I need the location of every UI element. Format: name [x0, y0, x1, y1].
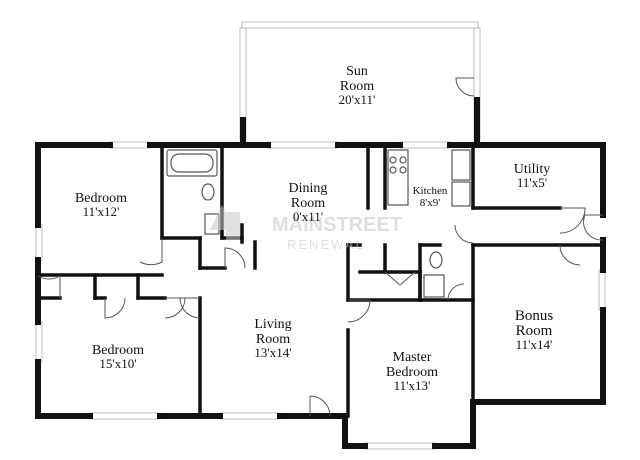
bedroom-upper-left-name: Bedroom: [75, 191, 127, 206]
door-closet-b: [164, 297, 186, 319]
door-front: [309, 395, 331, 417]
bedroom-lower-left-name: Bedroom: [92, 343, 144, 358]
sun-room-name-line1: Sun: [346, 64, 368, 79]
watermark-logo-icon: [210, 205, 240, 240]
master-bedroom-dims: 11'x13': [394, 378, 431, 393]
stove-burner-1: [389, 156, 397, 164]
door-bonus: [559, 244, 581, 266]
window-bonus-right: [598, 269, 606, 311]
kitchen-name: Kitchen: [413, 185, 448, 197]
kitchen-counter: [387, 149, 409, 206]
bathtub: [166, 149, 218, 177]
bedroom-upper-left-dims: 11'x12': [83, 204, 120, 219]
window-bedroom2-left: [35, 321, 43, 363]
door-utility: [559, 207, 586, 234]
shower-master-bath: [423, 274, 445, 298]
living-room-dims: 13'x14': [254, 345, 291, 360]
window-bedroom-top: [109, 141, 151, 149]
door-bedroom1-closet: [37, 275, 61, 298]
room-labels: Sun Room 20'x11' Bedroom 11'x12' Dining …: [75, 64, 553, 393]
kitchen-dims: 8'x9': [420, 197, 440, 209]
door-sun-room: [455, 77, 475, 97]
master-bedroom-name-line1: Master: [393, 350, 432, 365]
window-bedroom2-bottom: [89, 412, 161, 420]
living-room-name-line1: Living: [254, 317, 291, 332]
watermark-line2: RENEWAL: [287, 237, 365, 252]
sun-room-glass-top: [241, 21, 479, 29]
window-bedroom-left: [35, 224, 43, 261]
bedroom-lower-left-dims: 15'x10': [99, 356, 136, 371]
door-hall-bath: [224, 247, 246, 269]
window-dining-top: [267, 141, 339, 149]
toilet-hall-bath: [201, 183, 215, 201]
door-bedroom1: [139, 238, 163, 266]
bonus-room-dims: 11'x14': [516, 337, 553, 352]
living-room-name-line2: Room: [256, 332, 290, 347]
utility-dims: 11'x5': [517, 175, 547, 190]
dining-room-name-line2: Room: [291, 196, 325, 211]
door-hallway-right: [583, 214, 604, 241]
master-bedroom-name-line2: Bedroom: [386, 365, 438, 380]
sun-room-name-line2: Room: [340, 79, 374, 94]
door-master: [347, 299, 371, 323]
watermark-line1: MAINSTREET: [272, 214, 402, 236]
window-kitchen-top: [399, 141, 451, 149]
stove-burner-2: [399, 156, 407, 164]
dining-room-name-line1: Dining: [289, 181, 328, 196]
fixtures: [166, 149, 471, 298]
door-bedroom2: [179, 297, 201, 319]
walls: [35, 97, 606, 449]
doors: [37, 77, 604, 417]
stove-burner-3: [389, 166, 397, 174]
window-master-bottom: [364, 442, 436, 450]
kitchen-sink: [451, 149, 471, 181]
door-kitchen: [454, 224, 474, 244]
bathtub-inner: [170, 153, 214, 173]
bonus-room-name-line1: Bonus: [515, 308, 554, 324]
window-living-bottom: [219, 412, 281, 420]
utility-name: Utility: [514, 162, 551, 177]
dining-room-dims: 0'x11': [293, 209, 323, 224]
sun-room-dims: 20'x11': [339, 92, 376, 107]
door-master-bath: [447, 283, 465, 301]
utility-appliance: [451, 181, 471, 207]
door-master-closet: [384, 271, 416, 286]
door-closet-a: [104, 297, 126, 319]
toilet-master-bath: [429, 251, 443, 269]
stove-burner-4: [399, 166, 407, 174]
bonus-room-name-line2: Room: [516, 323, 553, 339]
watermark: MAINSTREET RENEWAL: [210, 205, 402, 252]
